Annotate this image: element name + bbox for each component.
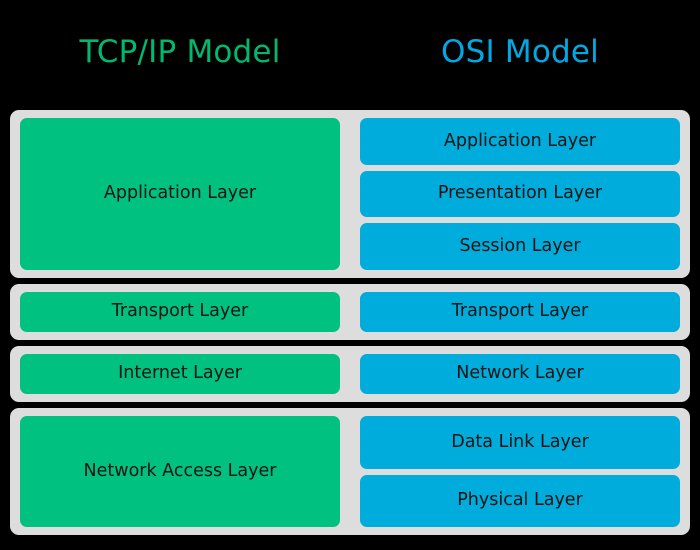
osi-column-row-1: Application Layer Presentation Layer Ses… (360, 118, 680, 271)
layer-box-osi-network[interactable]: Network Layer (360, 354, 680, 394)
layer-box-osi-session[interactable]: Session Layer (360, 223, 680, 271)
diagram-titles: TCP/IP Model OSI Model (0, 0, 700, 100)
layer-box-osi-application[interactable]: Application Layer (360, 118, 680, 165)
layer-row-1: Application Layer Application Layer Pres… (10, 110, 690, 278)
tcpip-model-title: TCP/IP Model (79, 34, 281, 70)
tcpip-column-row-2: Transport Layer (20, 292, 340, 332)
layer-box-tcpip-transport[interactable]: Transport Layer (20, 292, 340, 332)
osi-column-row-4: Data Link Layer Physical Layer (360, 416, 680, 527)
layer-row-3: Internet Layer Network Layer (10, 346, 690, 402)
osi-column-row-2: Transport Layer (360, 292, 680, 332)
layer-box-osi-transport[interactable]: Transport Layer (360, 292, 680, 332)
layer-box-osi-presentation[interactable]: Presentation Layer (360, 170, 680, 218)
layer-box-tcpip-application[interactable]: Application Layer (20, 118, 340, 270)
layer-box-osi-physical[interactable]: Physical Layer (360, 474, 680, 527)
osi-model-title: OSI Model (441, 34, 599, 70)
tcpip-column-row-1: Application Layer (20, 118, 340, 270)
layer-row-2: Transport Layer Transport Layer (10, 284, 690, 340)
layer-row-4: Network Access Layer Data Link Layer Phy… (10, 408, 690, 535)
layer-box-tcpip-internet[interactable]: Internet Layer (20, 354, 340, 394)
tcpip-column-row-3: Internet Layer (20, 354, 340, 394)
layer-box-osi-data-link[interactable]: Data Link Layer (360, 416, 680, 469)
tcpip-column-row-4: Network Access Layer (20, 416, 340, 527)
layer-box-tcpip-network-access[interactable]: Network Access Layer (20, 416, 340, 527)
osi-column-row-3: Network Layer (360, 354, 680, 394)
